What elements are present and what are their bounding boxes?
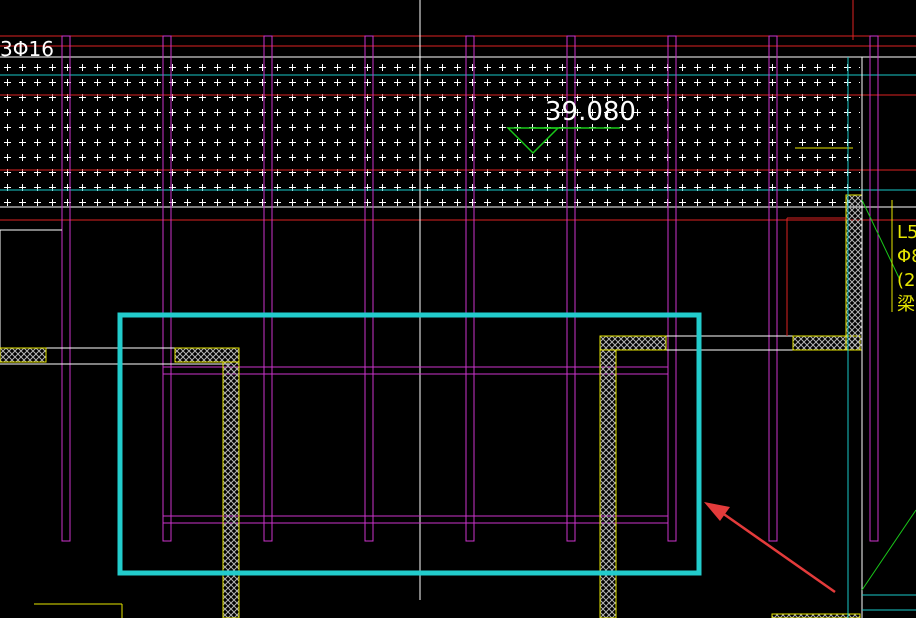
highlight-box <box>117 312 702 576</box>
horizontal-rebars <box>163 366 668 524</box>
side-label-1: Φ8 <box>897 246 916 267</box>
side-label-2: (2 <box>897 270 915 291</box>
right-structure <box>786 0 916 618</box>
elevation-marker[interactable]: 39.080 <box>506 97 636 155</box>
elevation-text: 39.080 <box>545 97 636 127</box>
hatched-walls <box>0 194 863 618</box>
rebar-label[interactable]: 3Φ16 <box>0 37 54 61</box>
side-labels: L5 Φ8 (2 梁 <box>897 222 916 315</box>
side-label-0: L5 <box>897 222 916 243</box>
callout-arrow-icon <box>704 502 836 594</box>
side-label-3: 梁 <box>897 294 915 315</box>
vertical-rebars <box>61 35 879 542</box>
concrete-slab <box>0 35 916 221</box>
